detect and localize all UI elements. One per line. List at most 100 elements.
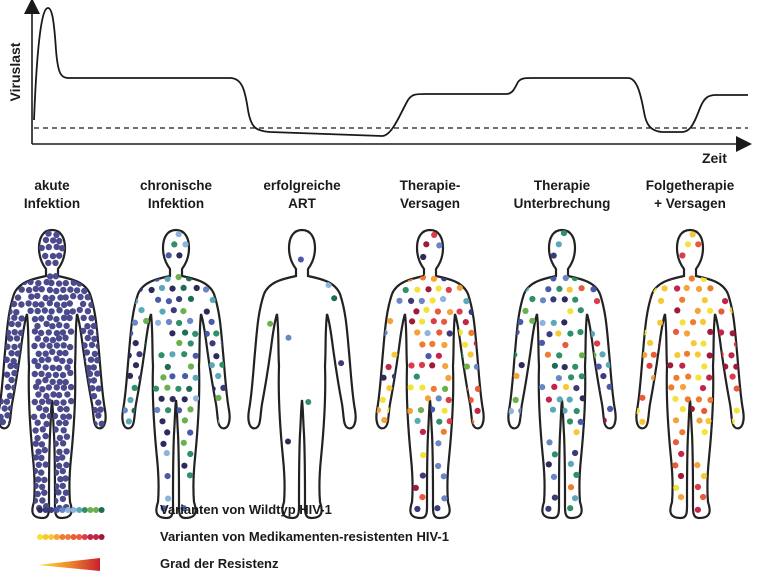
virus-dot [87,356,95,363]
virus-dot [95,329,103,337]
virus-dot [169,351,176,358]
virus-dot [63,406,70,413]
virus-dot [155,319,162,326]
virus-dot [6,392,14,399]
virus-dot [18,315,25,322]
virus-dot [38,286,45,293]
virus-dot [572,449,579,457]
virus-dot [695,396,702,403]
virus-dot [49,336,57,344]
virus-dot [706,374,713,381]
virus-dot [0,413,4,421]
virus-dot [661,285,668,292]
virus-dot [31,357,38,365]
virus-dot [87,329,94,336]
virus-dot [446,330,453,337]
virus-dot [87,507,94,513]
virus-dot [594,340,601,347]
virus-dot [550,473,558,480]
virus-dot [138,307,145,314]
virus-dot [88,315,95,322]
virus-dot [158,395,165,402]
virus-dot [11,384,18,391]
virus-dot [56,419,63,427]
virus-dot [70,279,77,286]
virus-dot [562,341,569,349]
virus-dot [66,358,73,365]
virus-dot [39,426,46,433]
virus-dot [67,383,75,391]
virus-dot [38,356,45,364]
virus-dot [706,352,713,359]
virus-dot [430,385,437,392]
virus-dot [32,454,40,461]
virus-dot [50,237,57,244]
virus-dot [41,489,48,496]
virus-dot [63,433,71,440]
virus-dot [144,385,151,392]
virus-dot [639,394,646,401]
virus-dot [90,322,98,330]
virus-dot [187,340,194,347]
virus-dot [3,398,11,405]
virus-dot [65,413,73,420]
virus-dot [56,349,63,357]
virus-dot [81,507,88,513]
virus-dot [3,371,11,378]
virus-dot [414,505,421,513]
stage-labels: akute Infektion chronische Infektion erf… [24,178,735,211]
virus-dot [182,241,189,248]
virus-dot [160,505,167,512]
virus-dot [679,319,686,326]
virus-dot [84,323,91,330]
virus-dot [81,534,88,540]
virus-dot [59,357,66,365]
virus-dot [59,329,67,336]
virus-dot [45,371,52,379]
virus-dot [717,374,724,381]
virus-dot [49,323,56,330]
virus-dot [442,363,449,370]
virus-dot [4,383,12,391]
virus-dot [396,384,404,391]
virus-dot [562,274,569,282]
virus-dot [46,273,54,280]
virus-dot [68,397,75,405]
virus-dot [673,484,680,491]
virus-dot [81,384,89,392]
virus-dot [646,362,653,369]
virus-dot [567,330,574,337]
virus-dot [31,370,38,378]
virus-dot [594,385,601,392]
virus-dot [419,341,426,348]
stage-label-chronic-line2: Infektion [148,196,204,211]
virus-dot [668,384,675,391]
stage-label-failure-line2: Versagen [400,196,460,211]
virus-dot [62,349,69,357]
virus-dot [91,406,99,414]
virus-dot [17,342,25,350]
virus-dot [425,353,432,360]
virus-dot [34,434,41,442]
virus-dot [435,395,442,402]
virus-dot [49,364,56,371]
virus-dot [440,296,447,303]
virus-dot [590,286,597,293]
virus-dot [35,448,42,455]
virus-dot [126,372,134,379]
virus-dot [85,377,92,385]
virus-dot [420,253,427,261]
virus-dot [656,273,663,280]
virus-dot [81,342,88,349]
virus-dot [192,330,199,337]
virus-dot [396,297,403,304]
virus-dot [657,319,664,326]
virus-dot [59,534,66,540]
virus-dot [60,342,67,349]
virus-dot [436,329,443,336]
virus-dot [35,350,42,357]
virus-dot [90,364,97,371]
virus-dot [0,418,6,426]
virus-dot [7,335,14,342]
virus-dot [152,385,160,392]
